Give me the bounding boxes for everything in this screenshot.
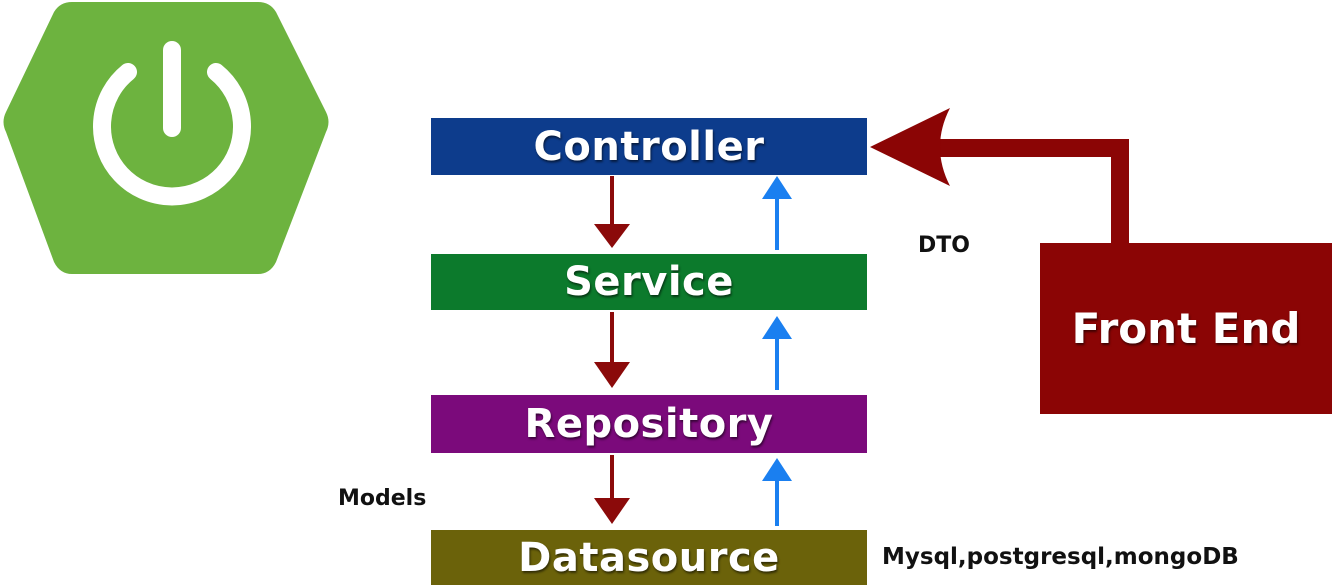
response-flow-arrows	[762, 176, 792, 526]
repository-label: Repository	[524, 401, 774, 447]
service-layer: Service	[431, 254, 867, 310]
front-end-label: Front End	[1071, 304, 1301, 353]
models-label: Models	[338, 486, 427, 511]
service-label: Service	[564, 259, 734, 305]
front-end-arrow	[870, 108, 1129, 243]
controller-layer: Controller	[431, 118, 867, 175]
front-end-box: Front End	[1040, 243, 1332, 414]
logo-hexagon	[3, 2, 329, 274]
datasource-layer: Datasource	[431, 530, 867, 585]
arrow-up-repository-service	[762, 316, 792, 390]
arrow-down-repository-datasource	[594, 455, 630, 524]
databases-label: Mysql,postgresql,mongoDB	[882, 544, 1239, 570]
repository-layer: Repository	[431, 395, 867, 453]
arrow-up-datasource-repository	[762, 458, 792, 526]
power-icon	[93, 41, 251, 206]
arrow-down-controller-service	[594, 176, 630, 248]
controller-label: Controller	[533, 123, 765, 170]
request-flow-arrows	[594, 176, 630, 524]
arrow-down-service-repository	[594, 312, 630, 388]
datasource-label: Datasource	[518, 534, 780, 581]
arrow-up-service-controller	[762, 176, 792, 250]
spring-logo	[3, 2, 329, 274]
dto-label: DTO	[918, 233, 970, 258]
